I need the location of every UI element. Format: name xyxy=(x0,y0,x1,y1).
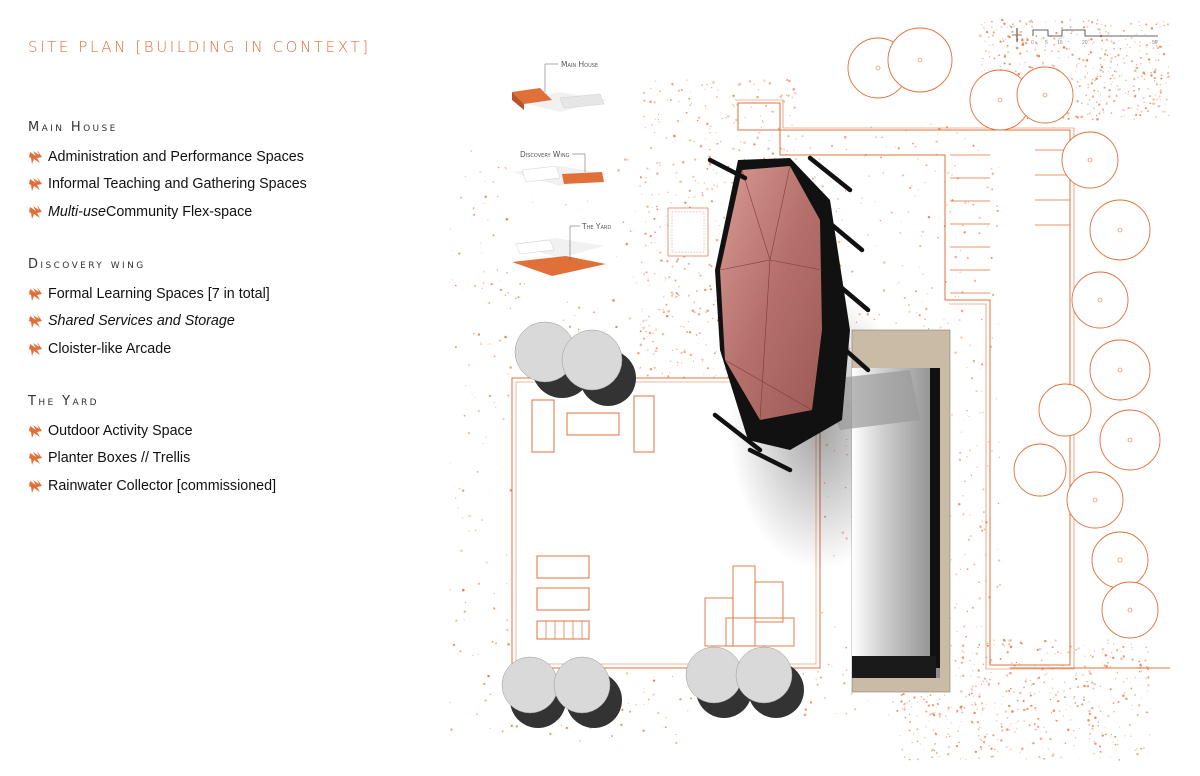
inset-label-the-yard: The Yard xyxy=(581,222,611,231)
section-the-yard: The Yard Outdoor Activity Space Planter … xyxy=(28,394,408,500)
item-text: Community Flex-space xyxy=(106,203,253,220)
scale-tick-label: 5 xyxy=(1045,40,1048,46)
main-house-roof xyxy=(720,166,822,420)
tree-trunk-marks xyxy=(875,57,1133,613)
trellis-fins xyxy=(707,155,871,473)
item-text-em: Shared Services and Storage xyxy=(48,313,235,330)
main-house-facets xyxy=(719,165,823,421)
orange-flourish-icon xyxy=(29,314,42,329)
item-text: Rainwater Collector [commissioned] xyxy=(48,477,277,494)
inset-label-discovery-wing: Discovery Wing xyxy=(520,150,570,159)
tree-canopies-outline xyxy=(847,27,1161,639)
section-main-house: Main House Administration and Performanc… xyxy=(28,120,408,226)
orange-flourish-icon xyxy=(29,149,42,164)
north-arrow-icon xyxy=(1012,28,1022,42)
list-item: Shared Services and Storage xyxy=(28,308,408,336)
orange-flourish-icon xyxy=(29,341,42,356)
orange-flourish-icon xyxy=(29,286,42,301)
rainwater-collector xyxy=(704,565,795,647)
list-item: Multi-use Community Flex-space xyxy=(28,198,408,226)
deck-steps xyxy=(667,207,709,257)
legend-panel: SITE PLAN [BUILDING IN CONTEXT] Main Hou… xyxy=(0,0,430,776)
discovery-wing-base xyxy=(852,656,936,678)
item-text-em: Multi-use xyxy=(48,203,106,220)
list-item: Administration and Performance Spaces xyxy=(28,143,408,171)
page-title: SITE PLAN [BUILDING IN CONTEXT] xyxy=(28,38,371,56)
item-text: Planter Boxes // Trellis xyxy=(48,450,191,467)
trellis-grid xyxy=(545,621,583,639)
list-item: Formal Learning Spaces [7 in total] xyxy=(28,280,408,308)
list-item: Rainwater Collector [commissioned] xyxy=(28,472,408,500)
inset-main-house: Main House xyxy=(508,60,616,128)
item-text: Administration and Performance Spaces xyxy=(48,148,304,165)
discovery-wing-edge xyxy=(930,368,940,668)
scale-bar: 0 5 10 20 50' xyxy=(1031,29,1159,46)
item-text: Informal Teaching and Gathering Spaces xyxy=(48,176,307,193)
inset-discovery-wing: Discovery Wing xyxy=(508,148,616,198)
inset-label-main-house: Main House xyxy=(561,60,598,69)
orange-flourish-icon xyxy=(29,423,42,438)
orange-flourish-icon xyxy=(29,177,42,192)
list-item: Planter Boxes // Trellis xyxy=(28,445,408,473)
section-heading: The Yard xyxy=(28,394,100,409)
scale-tick-label: 20 xyxy=(1082,40,1088,46)
planter-boxes xyxy=(531,395,655,640)
list-item: Informal Teaching and Gathering Spaces xyxy=(28,171,408,199)
list-item: Cloister-like Arcade xyxy=(28,335,408,363)
inset-the-yard: The Yard xyxy=(508,222,616,280)
section-heading: Discovery wing xyxy=(28,257,146,272)
orange-flourish-icon xyxy=(29,204,42,219)
item-text: Outdoor Activity Space xyxy=(48,422,193,439)
scale-tick-label: 0 xyxy=(1031,40,1034,46)
orange-flourish-icon xyxy=(29,451,42,466)
deck-steps-lines xyxy=(671,211,705,253)
tree-canopies-rendered xyxy=(501,321,804,728)
item-text: Formal Learning Spaces [7 in total] xyxy=(48,285,270,302)
scale-tick-label: 50' xyxy=(1152,40,1159,46)
item-text: Cloister-like Arcade xyxy=(48,340,172,357)
list-item: Outdoor Activity Space xyxy=(28,417,408,445)
section-discovery-wing: Discovery wing Formal Learning Spaces [7… xyxy=(28,257,408,363)
orange-flourish-icon xyxy=(29,478,42,493)
driveway-outline xyxy=(737,102,1071,666)
scale-tick-label: 10 xyxy=(1057,40,1063,46)
site-plan-drawing: Main House Discovery Wing The Yard 0 5 1… xyxy=(449,18,1171,761)
parking-stripes xyxy=(950,149,1070,294)
section-heading: Main House xyxy=(28,120,118,135)
